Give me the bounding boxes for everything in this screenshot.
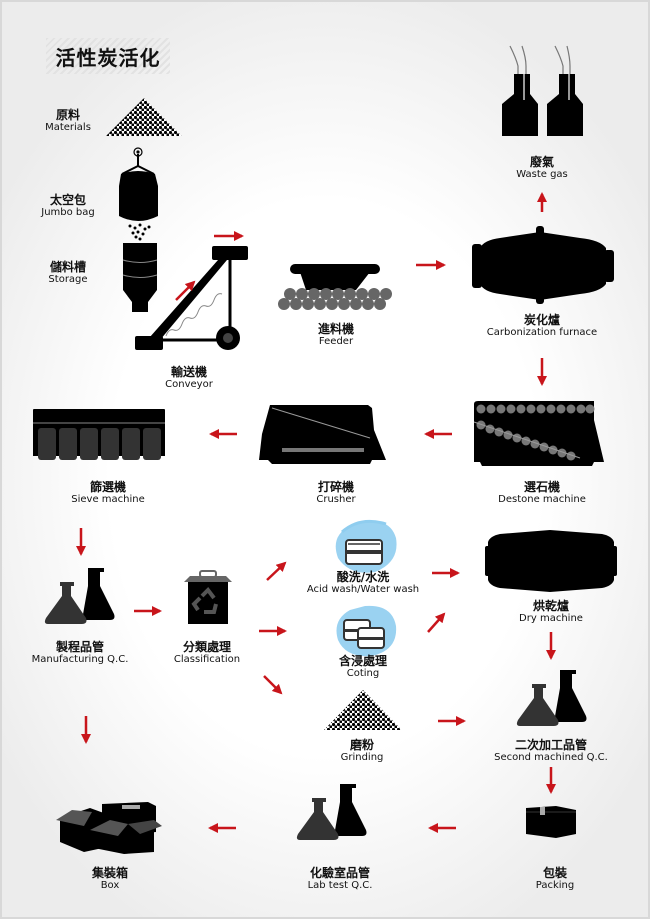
- step-classification-label: 分類處理 Classification: [174, 640, 240, 666]
- label-zh: 含浸處理: [338, 654, 388, 668]
- label-en: Waste gas: [516, 169, 568, 181]
- flask-icon: [296, 784, 367, 840]
- flask-icon: [44, 568, 115, 624]
- label-zh: 太空包: [49, 193, 86, 207]
- step-crusher-label: 打碎機 Crusher: [316, 480, 355, 506]
- step-box-label: 集裝箱 Box: [92, 866, 128, 892]
- label-en: Dry machine: [519, 613, 583, 625]
- arrow-coting-to-dry: [427, 612, 446, 633]
- step-destone-label: 選石機 Destone machine: [498, 480, 586, 506]
- feeder-icon: [278, 264, 392, 310]
- chimney-icon: [502, 45, 583, 136]
- label-zh: 製程品管: [55, 640, 104, 654]
- step-sieve-label: 篩選機 Sieve machine: [71, 480, 145, 506]
- step-packing-label: 包裝 Packing: [536, 866, 574, 892]
- label-zh: 選石機: [523, 480, 560, 494]
- sieve-machine-icon: [33, 409, 165, 460]
- step-waste-gas-label: 廢氣 Waste gas: [516, 155, 568, 181]
- step-dry-label: 烘乾爐 Dry machine: [519, 599, 583, 625]
- step-storage-label: 儲料槽 Storage: [48, 260, 87, 286]
- label-en: Classification: [173, 654, 241, 666]
- step-lab-qc-label: 化驗室品管 Lab test Q.C.: [308, 866, 373, 892]
- conveyor-icon: [135, 246, 248, 350]
- label-en: Carbonization furnace: [486, 327, 598, 339]
- label-zh: 分類處理: [182, 640, 232, 654]
- destone-machine-icon: [473, 401, 604, 466]
- label-en: Grinding: [340, 752, 384, 764]
- label-en: Conveyor: [165, 379, 213, 391]
- label-en: Jumbo bag: [41, 207, 95, 219]
- label-en: Manufacturing Q.C.: [31, 654, 129, 666]
- powder-pile-icon: [324, 690, 402, 730]
- crusher-icon: [259, 405, 386, 464]
- label-zh: 酸洗/水洗: [336, 570, 390, 584]
- arrow-classification-to-grinding: [263, 675, 283, 695]
- label-zh: 原料: [55, 108, 80, 122]
- label-en: Destone machine: [498, 494, 586, 506]
- label-en: Sieve machine: [71, 494, 145, 506]
- step-mfg-qc-label: 製程品管 Manufacturing Q.C.: [32, 640, 129, 666]
- label-zh: 打碎機: [317, 480, 354, 494]
- step-conveyor-label: 輸送機 Conveyor: [165, 365, 213, 391]
- label-zh: 炭化爐: [523, 313, 560, 327]
- label-zh: 進料機: [317, 322, 355, 336]
- label-zh: 化驗室品管: [309, 866, 371, 880]
- step-acid-wash-label: 酸洗/水洗 Acid wash/Water wash: [307, 570, 419, 596]
- recycle-bin-icon: [184, 570, 232, 624]
- furnace-icon: [472, 226, 614, 304]
- label-en: Feeder: [318, 336, 354, 348]
- package-icon: [526, 806, 576, 838]
- storage-tank-icon: [122, 243, 158, 312]
- label-en: Crusher: [316, 494, 356, 506]
- arrow-classification-to-acid: [266, 561, 287, 581]
- step-second-qc-label: 二次加工品管 Second machined Q.C.: [494, 738, 608, 764]
- label-zh: 篩選機: [89, 480, 127, 494]
- label-en: Storage: [48, 274, 88, 286]
- wash-tank-icon: [335, 519, 397, 573]
- label-en: Materials: [45, 122, 91, 134]
- powder-pile-icon: [106, 98, 182, 136]
- label-zh: 二次加工品管: [514, 738, 588, 752]
- label-en: Packing: [535, 880, 575, 892]
- label-zh: 廢氣: [529, 155, 554, 169]
- step-feeder-label: 進料機 Feeder: [318, 322, 354, 348]
- step-coting-label: 含浸處理 Coting: [339, 654, 387, 680]
- impregnation-tank-icon: [336, 605, 397, 657]
- step-grinding-label: 磨粉 Grinding: [341, 738, 384, 764]
- label-zh: 集裝箱: [91, 866, 129, 880]
- arrow-to-conveyor-top: [175, 280, 196, 301]
- jumbo-bag-icon: [119, 147, 158, 241]
- label-en: Lab test Q.C.: [307, 880, 373, 892]
- boxes-icon: [56, 802, 162, 854]
- label-en: Coting: [346, 668, 380, 680]
- label-en: Second machined Q.C.: [494, 752, 608, 764]
- label-zh: 烘乾爐: [532, 599, 570, 613]
- label-en: Box: [100, 880, 120, 892]
- step-jumbo-bag-label: 太空包 Jumbo bag: [41, 193, 95, 219]
- label-en: Acid wash/Water wash: [306, 584, 420, 596]
- step-carbonization-label: 炭化爐 Carbonization furnace: [487, 313, 597, 339]
- label-zh: 儲料槽: [49, 260, 87, 274]
- label-zh: 包裝: [542, 866, 567, 880]
- page-title: 活性炭活化: [46, 38, 170, 74]
- flask-icon: [516, 670, 587, 726]
- dryer-icon: [485, 530, 617, 592]
- label-zh: 磨粉: [349, 738, 375, 752]
- step-materials-label: 原料 Materials: [45, 108, 91, 134]
- label-zh: 輸送機: [170, 365, 207, 379]
